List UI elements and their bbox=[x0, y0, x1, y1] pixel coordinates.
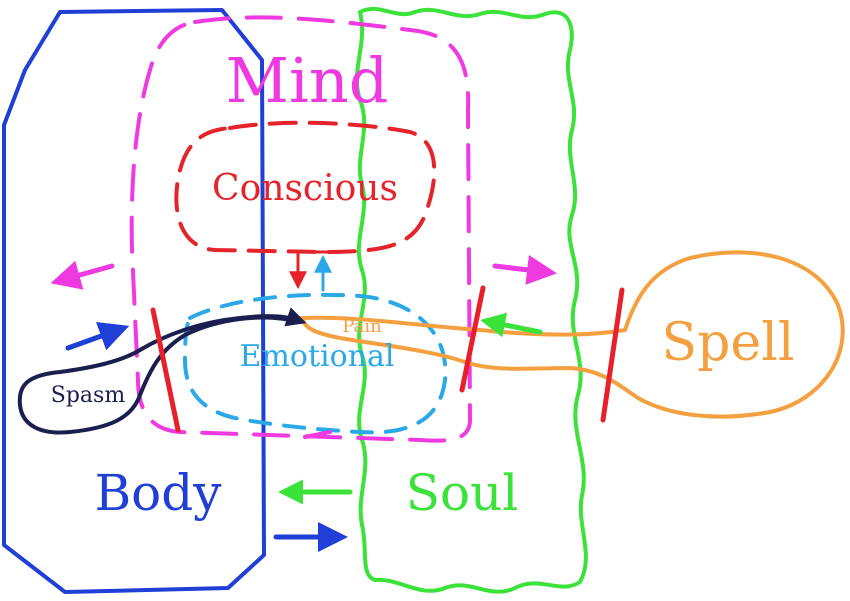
barrier-soul-spell bbox=[600, 287, 625, 423]
body-label: Body bbox=[94, 464, 222, 522]
arrow-mind-to-body-left bbox=[50, 260, 115, 290]
mind-label: Mind bbox=[226, 44, 389, 117]
mind-region-outline bbox=[129, 15, 473, 443]
arrow-soul-to-mind-green bbox=[480, 312, 543, 338]
arrow-conscious-down-red bbox=[289, 250, 336, 290]
spell-region-outline bbox=[300, 250, 845, 419]
arrow-into-body-blue bbox=[65, 321, 130, 351]
emotional-label: Emotional bbox=[240, 339, 395, 374]
arrow-mind-to-soul-right bbox=[492, 254, 557, 285]
soul-label: Soul bbox=[406, 464, 519, 522]
spasm-label: Spasm bbox=[51, 383, 126, 408]
pain-label: Pain bbox=[342, 316, 382, 337]
soul-region-outline bbox=[354, 6, 588, 594]
mind-bottom-tick bbox=[303, 430, 332, 439]
barrier-body-mind bbox=[150, 307, 181, 433]
conscious-label: Conscious bbox=[212, 168, 398, 209]
body-region-outline bbox=[2, 8, 266, 594]
spasm-loop bbox=[17, 307, 307, 435]
barrier-mind-soul bbox=[459, 285, 486, 393]
conscious-region-outline bbox=[174, 120, 437, 255]
spell-label: Spell bbox=[662, 313, 795, 373]
emotional-region-outline bbox=[182, 292, 448, 435]
